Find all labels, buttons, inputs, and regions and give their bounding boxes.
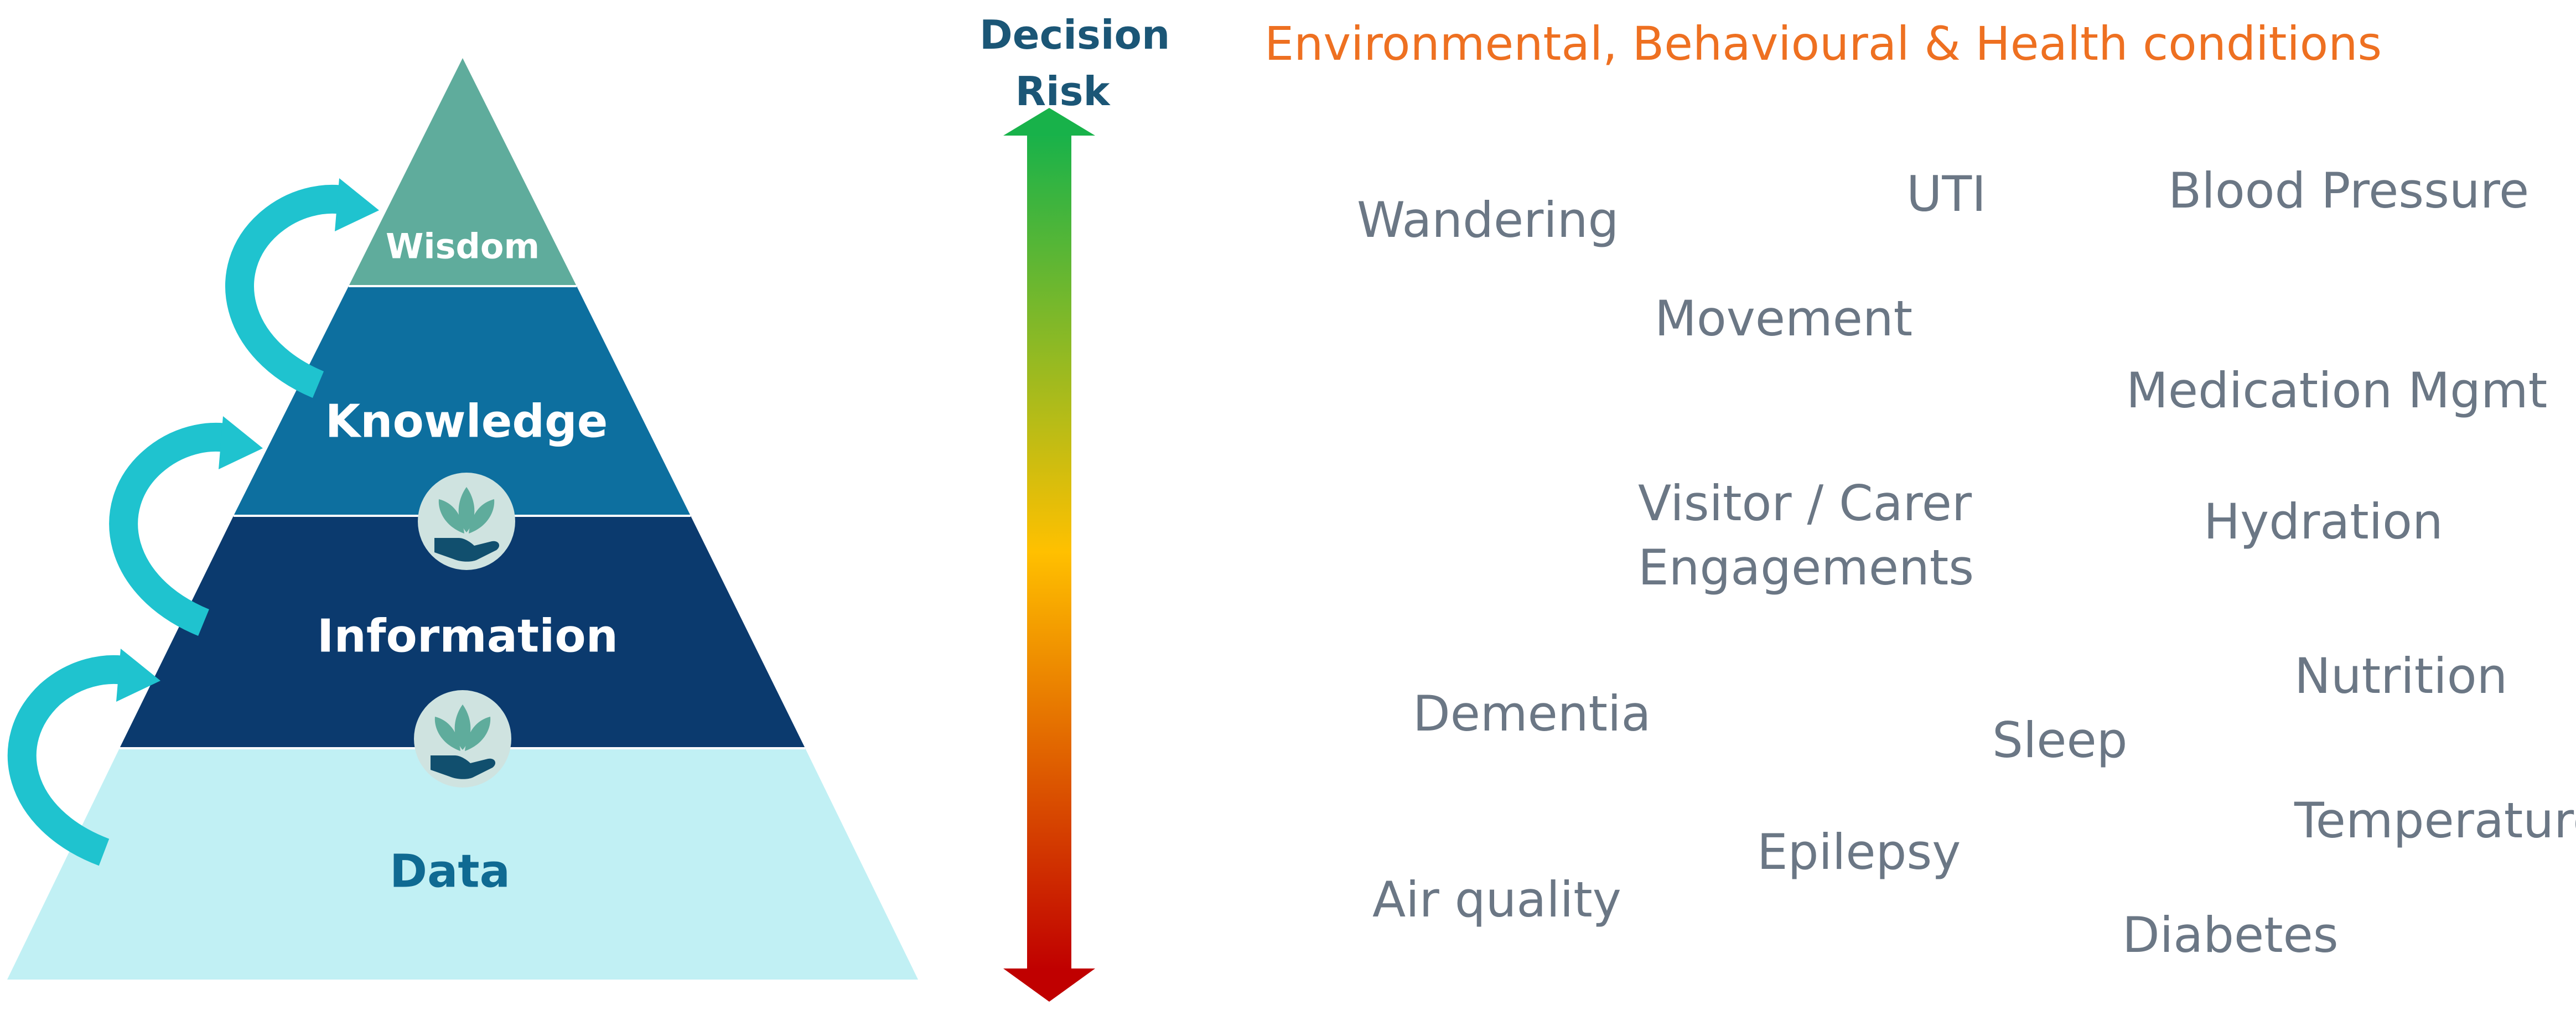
hand-with-leaves-icon: [414, 690, 511, 788]
pyramid-label-knowledge: Knowledge: [325, 395, 608, 448]
condition-medication-mgmt: Medication Mgmt: [2126, 362, 2548, 419]
hand-with-leaves-icon: [418, 473, 515, 570]
curved-arrow-icon: [225, 178, 379, 398]
condition-temperature: Temperature: [2294, 792, 2576, 849]
decision-risk-title: Decision Risk: [979, 7, 1170, 120]
pyramid-tier-information: [120, 516, 805, 748]
pyramid-tier-knowledge: [234, 286, 691, 516]
condition-epilepsy: Epilepsy: [1757, 823, 1961, 880]
pyramid-label-information: Information: [317, 610, 619, 663]
condition-engagements: Engagements: [1638, 539, 1974, 596]
curved-arrow-icon: [109, 416, 263, 636]
condition-hydration: Hydration: [2204, 493, 2443, 550]
condition-blood-pressure: Blood Pressure: [2168, 162, 2530, 219]
pyramid-tier-wisdom: [349, 58, 577, 286]
condition-sleep: Sleep: [1992, 712, 2128, 769]
pyramid-label-wisdom: Wisdom: [385, 226, 540, 267]
decision-risk-arrow: [1003, 108, 1095, 1002]
condition-dementia: Dementia: [1413, 685, 1651, 742]
condition-air-quality: Air quality: [1372, 871, 1621, 928]
condition-movement: Movement: [1655, 290, 1913, 347]
conditions-heading: Environmental, Behavioural & Health cond…: [1264, 17, 2382, 71]
curved-arrow-icon: [7, 649, 160, 866]
condition-uti: UTI: [1906, 165, 1987, 222]
pyramid-label-data: Data: [390, 845, 510, 898]
decision-risk-title-line2: Risk: [1015, 68, 1110, 115]
condition-nutrition: Nutrition: [2294, 648, 2508, 705]
decision-risk-title-line1: Decision: [979, 12, 1170, 58]
pyramid-tier-data: [7, 748, 918, 980]
condition-diabetes: Diabetes: [2122, 907, 2339, 964]
condition-visitor-carer: Visitor / Carer: [1638, 475, 1972, 532]
condition-wandering: Wandering: [1357, 191, 1619, 248]
